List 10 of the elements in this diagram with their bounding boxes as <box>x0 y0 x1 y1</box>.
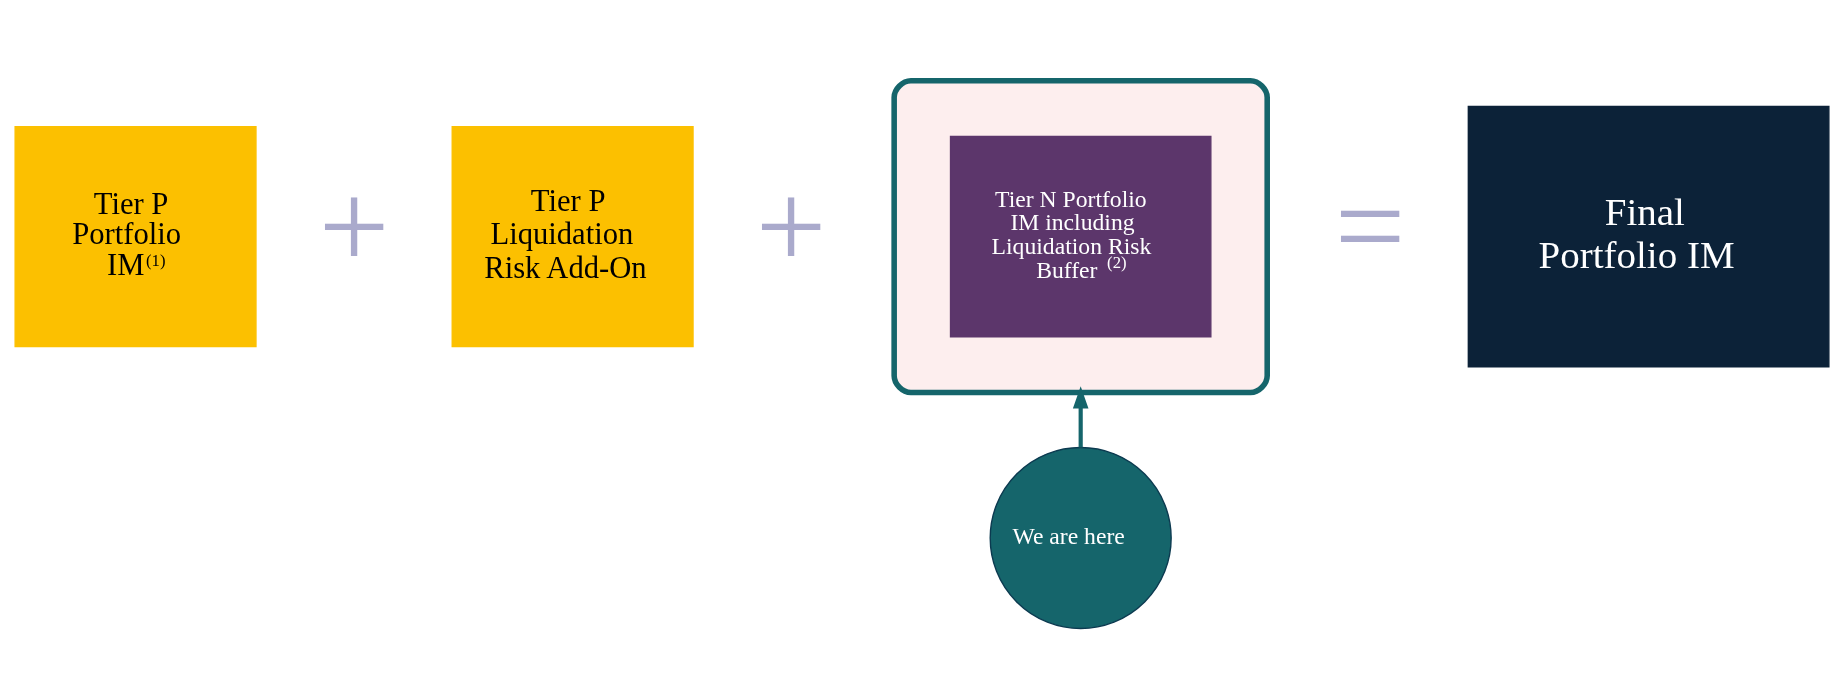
arrow <box>1072 386 1089 448</box>
label: = <box>1334 155 1406 295</box>
label: + <box>318 155 390 295</box>
label: + <box>755 155 827 295</box>
node-circle: We are here <box>989 446 1172 630</box>
cluster <box>891 77 1270 396</box>
node-box: Final Portfolio IM <box>1467 105 1830 368</box>
node-box: Tier N Portfolio IM including Liquidation Risk Buffer$^{(2)}$ <box>949 135 1212 338</box>
node-box: Tier P Portfolio IM$^{(1)}$ <box>14 125 257 348</box>
node-box: Tier P Liquidation Risk Add-On <box>451 125 694 348</box>
